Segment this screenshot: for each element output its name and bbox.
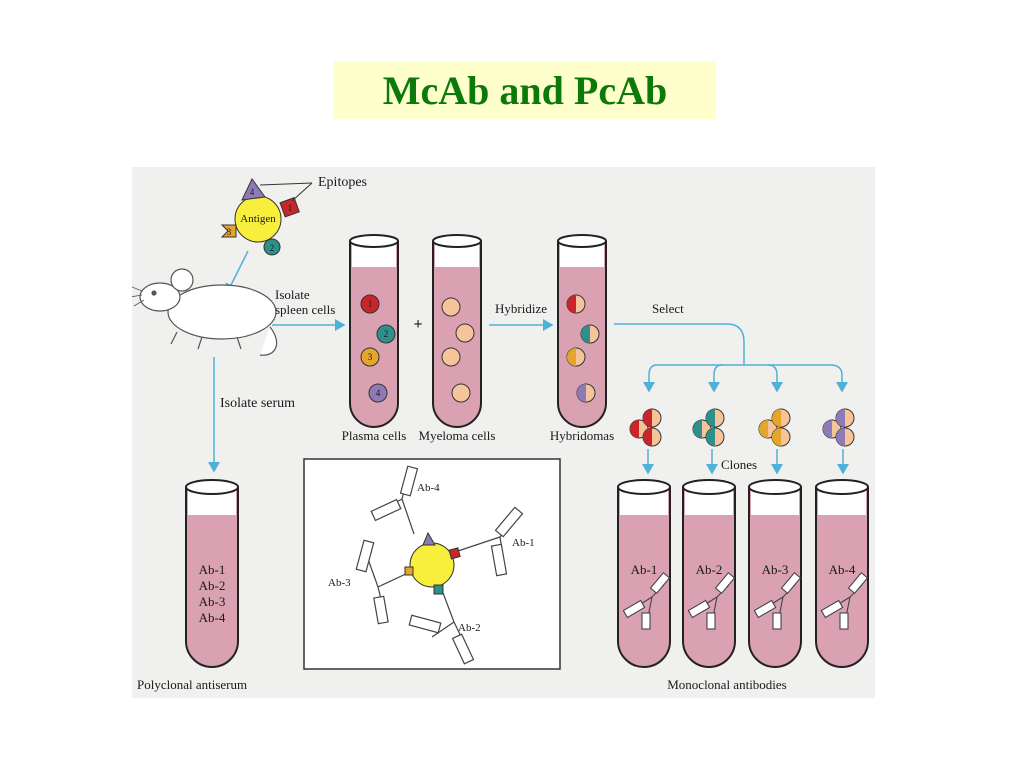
antigen-group: Antigen 4 1 3 2 Epitopes xyxy=(220,175,367,256)
epitope-2-shape xyxy=(263,238,281,256)
plasma-cells-label: Plasma cells xyxy=(342,428,407,443)
epitopes-label: Epitopes xyxy=(318,175,367,190)
epitope-number: 1 xyxy=(288,203,293,213)
page-title: McAb and PcAb xyxy=(382,67,668,113)
monoclonal-tube: Ab-3 xyxy=(748,479,802,668)
epitope-number: 4 xyxy=(250,187,255,197)
clone-cluster xyxy=(758,408,791,447)
select-label: Select xyxy=(652,301,684,316)
isolate-spleen-label: Isolate xyxy=(275,287,310,302)
svg-text:4: 4 xyxy=(376,388,381,398)
svg-text:2: 2 xyxy=(384,329,389,339)
monoclonal-ab-label: Ab-4 xyxy=(829,562,856,577)
polyclonal-antiserum-label: Polyclonal antiserum xyxy=(137,677,247,692)
hybridoma-diagram: Antigen 4 1 3 2 Epitopes Isolate spleen … xyxy=(132,167,875,698)
inset-ab-label: Ab-4 xyxy=(417,482,440,494)
monoclonal-ab-label: Ab-1 xyxy=(631,562,658,577)
monoclonal-tube: Ab-2 xyxy=(682,479,736,668)
hybridomas-tube xyxy=(557,234,607,428)
hybridize-label: Hybridize xyxy=(495,301,547,316)
epitope-4-shape xyxy=(241,178,266,201)
inset-ab-label: Ab-1 xyxy=(512,537,535,549)
clone-cluster xyxy=(692,408,725,447)
epitope-number: 2 xyxy=(270,243,275,253)
mouse-icon xyxy=(132,268,278,356)
monoclonal-tubes: Ab-1 Ab-2 Ab-3 Ab-4 xyxy=(617,479,869,668)
antibody-binding-inset: Ab-4 Ab-1 Ab-3 Ab-2 xyxy=(303,458,561,670)
epitope-number: 3 xyxy=(227,227,232,237)
monoclonal-ab-label: Ab-3 xyxy=(762,562,789,577)
plasma-cells-tube: 1 2 3 4 xyxy=(349,234,399,428)
inset-ab-label: Ab-2 xyxy=(458,622,481,634)
diagram-canvas: Antigen 4 1 3 2 Epitopes Isolate spleen … xyxy=(132,175,869,692)
title-banner: McAb and PcAb xyxy=(334,61,716,119)
polyclonal-ab-label: Ab-3 xyxy=(199,594,226,609)
epitope-1-shape xyxy=(279,197,300,218)
clones-label: Clones xyxy=(721,457,757,472)
svg-text:3: 3 xyxy=(368,352,373,362)
monoclonal-tube: Ab-4 xyxy=(815,479,869,668)
polyclonal-ab-label: Ab-2 xyxy=(199,578,226,593)
plus-sign: + xyxy=(413,316,422,333)
antigen-label: Antigen xyxy=(240,213,276,225)
isolate-serum-label: Isolate serum xyxy=(220,396,295,411)
epitope-3-shape xyxy=(220,224,237,238)
hybridomas-label: Hybridomas xyxy=(550,428,614,443)
myeloma-cells-label: Myeloma cells xyxy=(419,428,496,443)
myeloma-cells-tube xyxy=(432,234,482,428)
monoclonal-antibodies-label: Monoclonal antibodies xyxy=(667,677,787,692)
clone-cluster xyxy=(629,408,662,447)
isolate-spleen-label: spleen cells xyxy=(275,302,335,317)
inset-ab-label: Ab-3 xyxy=(328,577,351,589)
svg-text:1: 1 xyxy=(368,299,373,309)
polyclonal-ab-label: Ab-1 xyxy=(199,562,226,577)
polyclonal-ab-label: Ab-4 xyxy=(199,610,226,625)
monoclonal-tube: Ab-1 xyxy=(617,479,671,668)
clone-cluster xyxy=(822,408,855,447)
monoclonal-ab-label: Ab-2 xyxy=(696,562,723,577)
polyclonal-tube: Ab-1 Ab-2 Ab-3 Ab-4 xyxy=(185,479,239,668)
